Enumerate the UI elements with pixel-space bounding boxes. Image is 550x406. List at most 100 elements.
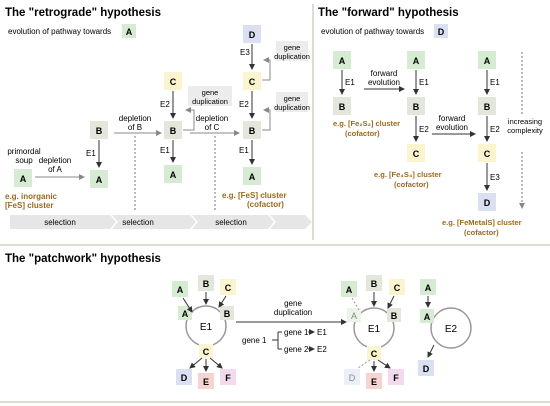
fwd-evo1-line2: evolution xyxy=(368,78,400,87)
e2-label: E2 xyxy=(445,324,458,335)
node-C-stage3-label: C xyxy=(170,77,177,87)
fwd-col2-C-label: C xyxy=(413,149,420,159)
fwd-col3-D xyxy=(478,193,496,211)
e1-stage4: E1 xyxy=(239,146,249,155)
selection-label-1: selection xyxy=(44,218,76,227)
depletion-a-line2: of A xyxy=(48,165,62,174)
gene-dup-box-stage4-bottom xyxy=(276,92,308,112)
forward-subtitle: evolution of pathway towards xyxy=(321,27,424,36)
node-A-stage2-label: A xyxy=(96,175,103,185)
text-primordial: primordal soup xyxy=(7,147,41,165)
selection-band-4 xyxy=(270,215,312,229)
node-B-stage3-label: B xyxy=(170,126,177,136)
pw-right-arrow-F xyxy=(377,359,391,369)
pw-gene-dup-line1: gene xyxy=(284,299,302,308)
depletion-c-line1: depletion xyxy=(196,114,228,123)
pw-left-F-label: F xyxy=(225,373,231,383)
pw-right-B-outer xyxy=(366,275,382,291)
pw-left-A-outer-label: A xyxy=(177,285,184,295)
pw-left-C-inner xyxy=(199,344,213,358)
pw-e2-arrow-D xyxy=(427,344,435,358)
e3-stage4: E3 xyxy=(240,48,250,57)
pw-gene1-enzyme: E1 xyxy=(317,328,327,337)
fwd-col3-D-label: D xyxy=(484,198,491,208)
pw-gene-split xyxy=(272,332,279,349)
fwd-col3-e2: E2 xyxy=(490,125,500,134)
gene-dup-stage4-top-line1: gene xyxy=(284,43,301,52)
depletion-c-line2: of C xyxy=(205,123,220,132)
selection-label-3: selection xyxy=(215,218,247,227)
eg-inorganic-line2: [FeS] cluster xyxy=(5,201,53,210)
pw-right-A-outer-label: A xyxy=(346,285,353,295)
fwd-col3-A xyxy=(478,51,496,69)
pw-left-A-outer xyxy=(172,281,188,297)
pw-left-E-label: E xyxy=(203,377,209,387)
patchwork-title: The "patchwork" hypothesis xyxy=(5,253,161,265)
eg-fe2s2-cofactor: (cofactor) xyxy=(345,129,380,138)
node-C-stage4 xyxy=(243,72,261,90)
pw-right-B-inner-label: B xyxy=(391,311,398,321)
e1-left-label: E1 xyxy=(200,322,213,333)
e1-right-label: E1 xyxy=(368,324,381,335)
gene-dup-stage4-bottom-line2: duplication xyxy=(274,103,310,112)
fwd-col3-C xyxy=(478,144,496,162)
forward-target-box xyxy=(434,24,448,38)
fwd-evo2-line2: evolution xyxy=(436,123,468,132)
pw-e2-A-outer-label: A xyxy=(425,283,432,293)
pw-right-A-inner xyxy=(347,308,361,322)
increasing-line1: increasing xyxy=(508,117,542,126)
selection-band-3 xyxy=(192,215,274,229)
pw-right-F-label: F xyxy=(393,373,399,383)
fwd-col2-A xyxy=(407,51,425,69)
arrow-gene-dup-stage4-bottom xyxy=(262,107,271,131)
gene-dup-stage3-line1: gene xyxy=(202,88,219,97)
node-C-stage3 xyxy=(164,72,182,90)
node-A-stage4 xyxy=(243,167,261,185)
node-A-stage1-label: A xyxy=(20,174,27,184)
arrow-gene-dup-stage3 xyxy=(183,107,195,131)
eg-inorganic-line1: e.g. inorganic xyxy=(5,192,58,201)
eg-fe2s2: e.g. [Fe₂S₂] cluster xyxy=(333,119,400,128)
pw-right-B-outer-label: B xyxy=(371,279,378,289)
arrow-gene-dup-stage4-top xyxy=(262,57,271,81)
pw-left-E xyxy=(198,373,214,389)
pw-left-B-outer xyxy=(198,275,214,291)
selection-band-1 xyxy=(10,215,116,229)
pw-left-arrow-C xyxy=(218,295,227,308)
pw-e2-D-label: D xyxy=(423,364,430,374)
increasing-line2: complexity xyxy=(507,126,543,135)
fwd-col2-e2: E2 xyxy=(419,125,429,134)
pw-left-C-inner-label: C xyxy=(203,347,210,357)
pw-right-D-label: D xyxy=(349,373,356,383)
pw-left-B-inner xyxy=(220,306,234,320)
forward-target: D xyxy=(438,27,445,37)
gene-dup-box-stage4-top xyxy=(276,41,308,61)
retrograde-target-box xyxy=(122,24,136,38)
eg-fe4s4: e.g. [Fe₄S₄] cluster xyxy=(374,170,442,179)
pw-gene1-e: gene 1 xyxy=(284,328,309,337)
pw-left-arrow-A xyxy=(182,297,193,313)
pw-right-F xyxy=(388,369,404,385)
fwd-col3-B xyxy=(478,97,496,115)
fwd-col2-A-label: A xyxy=(413,56,420,66)
eg-femetals-cofactor: (cofactor) xyxy=(464,228,499,237)
enzyme-E2 xyxy=(430,307,472,349)
pw-left-F xyxy=(220,369,236,385)
fwd-col1-B xyxy=(333,97,351,115)
forward-title: The "forward" hypothesis xyxy=(318,7,459,19)
pw-right-E xyxy=(366,373,382,389)
depletion-a-line1: depletion xyxy=(39,156,71,165)
pw-right-A-outer xyxy=(341,281,357,297)
fwd-col3-A-label: A xyxy=(484,56,491,66)
fwd-col1-A xyxy=(333,51,351,69)
pw-right-E-label: E xyxy=(371,377,377,387)
pw-e2-D xyxy=(418,360,434,376)
pw-gene1: gene 1 xyxy=(242,336,267,345)
eg-fe4s4-cofactor: (cofactor) xyxy=(394,180,429,189)
gene-dup-stage4-bottom-line1: gene xyxy=(284,94,301,103)
pw-e2-A-outer xyxy=(420,279,436,295)
node-A-stage1 xyxy=(14,169,32,187)
fwd-col2-C xyxy=(407,144,425,162)
retrograde-subtitle: evolution of pathway towards xyxy=(8,27,111,36)
